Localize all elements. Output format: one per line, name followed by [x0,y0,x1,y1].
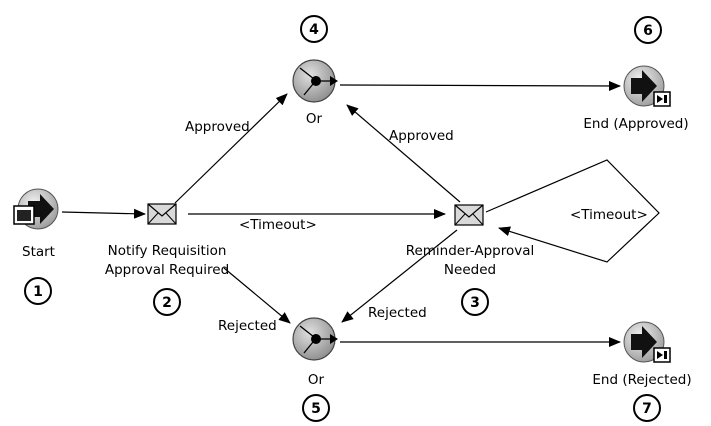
notify-label-line1: Notify Requisition [108,243,227,259]
reminder-label-line1: Reminder-Approval [406,243,535,259]
notify-label-line2: Approval Required [105,262,229,278]
edge-reminder-to-or-top [346,104,461,203]
or-top-label: Or [306,111,323,127]
reminder-label-line2: Needed [444,262,496,278]
edge-label-reminder-timeout: <Timeout> [570,207,648,223]
step-number-4-text: 4 [309,22,319,38]
envelope-notification-icon [147,203,177,225]
edge-notify-to-or-top [174,93,288,204]
edge-start-to-notify [61,208,146,219]
or-bottom-node[interactable]: Or [292,317,338,388]
end-approved-node[interactable]: End (Approved) [583,65,689,132]
step-number-6-text: 6 [643,23,653,39]
reminder-approval-node[interactable]: Reminder-Approval Needed [406,204,535,278]
end-approved-label: End (Approved) [583,116,688,132]
edge-or-top-to-end-approved [339,80,621,91]
edge-label-notify-approved: Approved [185,119,250,135]
edge-label-reminder-approved: Approved [389,128,454,144]
notify-requisition-node[interactable]: Notify Requisition Approval Required [105,203,229,278]
step-number-7-text: 7 [642,401,652,417]
edge-label-reminder-rejected: Rejected [368,305,427,321]
envelope-notification-icon [454,204,484,226]
end-rejected-label: End (Rejected) [592,372,691,388]
or-function-icon [292,59,338,103]
step-number-2-text: 2 [162,295,172,311]
step-number-5-text: 5 [311,401,321,417]
edge-reminder-timeout-loop [485,159,660,263]
end-rejected-node[interactable]: End (Rejected) [592,321,692,388]
edge-notify-to-or-bottom [223,267,291,324]
edge-label-notify-rejected: Rejected [218,318,277,334]
or-function-icon [292,317,338,361]
step-number-1-text: 1 [33,284,43,300]
step-number-6: 6 [634,16,662,44]
or-top-node[interactable]: Or [292,59,338,127]
or-bottom-label: Or [308,372,325,388]
step-number-1: 1 [24,277,52,305]
step-number-3: 3 [461,288,489,316]
end-arrow-icon [623,65,671,107]
end-arrow-icon [623,321,671,363]
start-arrow-icon [13,188,59,230]
step-number-3-text: 3 [470,295,480,311]
step-number-4: 4 [300,15,328,43]
edge-reminder-to-or-bottom [341,229,458,323]
start-label: Start [22,244,55,260]
step-number-5: 5 [302,394,330,422]
start-node[interactable]: Start [13,188,59,260]
step-number-7: 7 [633,394,661,422]
step-number-2: 2 [153,288,181,316]
edge-label-notify-timeout: <Timeout> [239,217,317,233]
